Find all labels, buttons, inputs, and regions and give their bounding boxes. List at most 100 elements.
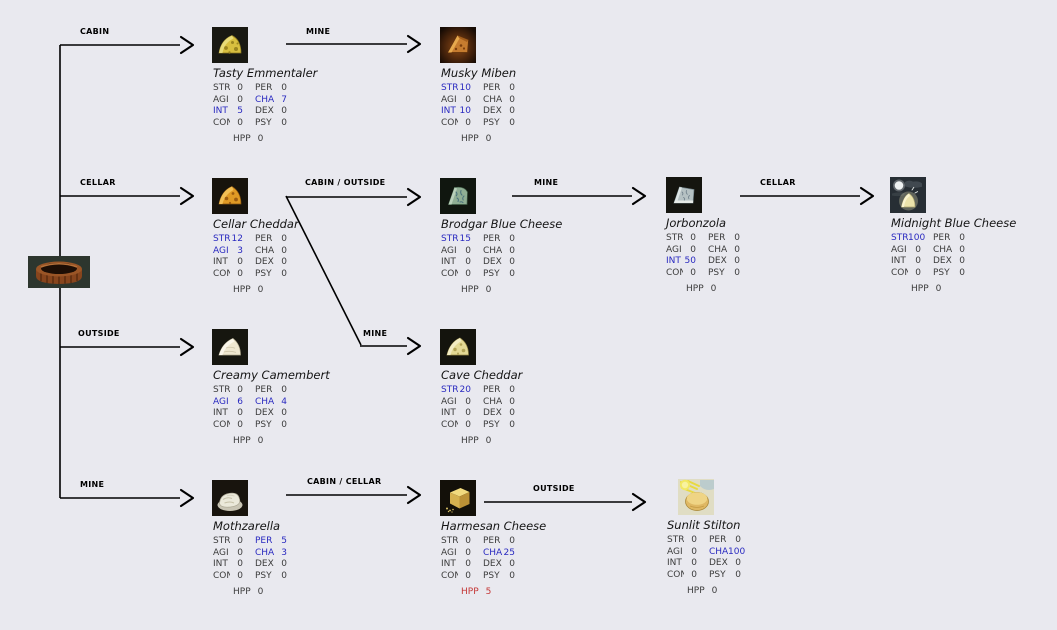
stat-value: 0 — [509, 268, 515, 279]
hpp-label: HPP — [461, 285, 479, 295]
stat-label: DEX — [483, 559, 502, 569]
stat-label: CON — [441, 268, 458, 279]
stat-value: 0 — [237, 419, 243, 430]
stat-label: INT — [213, 408, 228, 418]
jorbonzola-icon — [666, 177, 702, 213]
stat-value: 0 — [915, 244, 921, 255]
stat-value: 0 — [237, 536, 243, 546]
edge-label: MINE — [363, 329, 388, 338]
stat-label: AGI — [891, 244, 907, 255]
stat-row: AGI 0 CHA 0 — [891, 245, 965, 257]
stat-value: 0 — [465, 559, 471, 569]
arrowhead-icon — [406, 187, 422, 207]
stat-value: 0 — [509, 83, 515, 93]
edge-label: MINE — [306, 27, 331, 36]
stat-label: AGI — [441, 94, 457, 105]
stat-label: STR — [441, 83, 458, 93]
arrowhead-icon — [179, 186, 195, 206]
stat-value: 0 — [691, 569, 697, 580]
stat-value: 0 — [509, 408, 515, 418]
stat-value: 0 — [465, 408, 471, 418]
stat-value: 0 — [735, 569, 741, 580]
stat-label: CON — [213, 117, 230, 128]
stat-label: PER — [483, 536, 501, 546]
stat-label: INT — [891, 256, 906, 266]
stat-value: 0 — [959, 244, 965, 255]
stat-value: 0 — [237, 570, 243, 581]
stat-value: 10 — [459, 83, 471, 93]
edge-label: CABIN / CELLAR — [307, 477, 382, 486]
stat-value: 0 — [237, 547, 243, 558]
stat-value: 0 — [281, 257, 287, 267]
arrowhead-icon — [179, 337, 195, 357]
stat-value: 0 — [734, 267, 740, 278]
stat-label: PER — [255, 385, 273, 395]
stat-value: 0 — [509, 234, 515, 244]
stat-label: INT — [441, 257, 456, 267]
stat-value: 0 — [509, 106, 515, 116]
stat-value: 3 — [237, 245, 243, 256]
sunlit-stilton-icon — [678, 479, 714, 515]
edge-label: CABIN / OUTSIDE — [305, 178, 386, 187]
stat-label: DEX — [483, 257, 502, 267]
stat-label: PSY — [483, 419, 500, 430]
tasty-emmentaler-icon — [212, 27, 248, 63]
stat-value: 5 — [237, 106, 243, 116]
stat-value: 0 — [509, 419, 515, 430]
stat-value: 0 — [281, 106, 287, 116]
stat-label: CHA — [255, 396, 274, 407]
stat-value: 12 — [231, 234, 243, 244]
stat-value: 0 — [237, 408, 243, 418]
stat-value: 0 — [959, 256, 965, 266]
stat-label: PER — [483, 234, 501, 244]
stat-label: AGI — [213, 94, 229, 105]
node-name: Mothzarella — [213, 519, 281, 533]
stat-label: INT — [441, 106, 456, 116]
stat-value: 100 — [728, 546, 746, 557]
stat-row: STR10 PER 0 — [441, 83, 515, 95]
stat-value: 0 — [281, 570, 287, 581]
stat-label: CHA — [933, 244, 952, 255]
hpp-label: HPP — [461, 587, 479, 597]
stat-label: CHA — [483, 245, 502, 256]
stat-value: 0 — [237, 117, 243, 128]
stat-label: AGI — [441, 245, 457, 256]
edge-label: MINE — [80, 480, 105, 489]
stat-label: PER — [255, 536, 273, 546]
node-name: Tasty Emmentaler — [213, 66, 318, 80]
hpp-label: HPP — [461, 436, 479, 446]
node-name: Sunlit Stilton — [667, 518, 741, 532]
stat-value: 0 — [915, 256, 921, 266]
hpp-value: 0 — [935, 284, 942, 294]
stat-label: CHA — [255, 547, 274, 558]
stat-label: CHA — [255, 94, 274, 105]
cave-cheddar-icon — [440, 329, 476, 365]
stat-value: 0 — [237, 94, 243, 105]
stat-label: DEX — [255, 257, 274, 267]
stat-label: STR — [891, 233, 908, 243]
stat-value: 0 — [465, 396, 471, 407]
stat-label: PER — [483, 83, 501, 93]
arrowhead-icon — [631, 492, 647, 512]
stat-label: PSY — [483, 570, 500, 581]
